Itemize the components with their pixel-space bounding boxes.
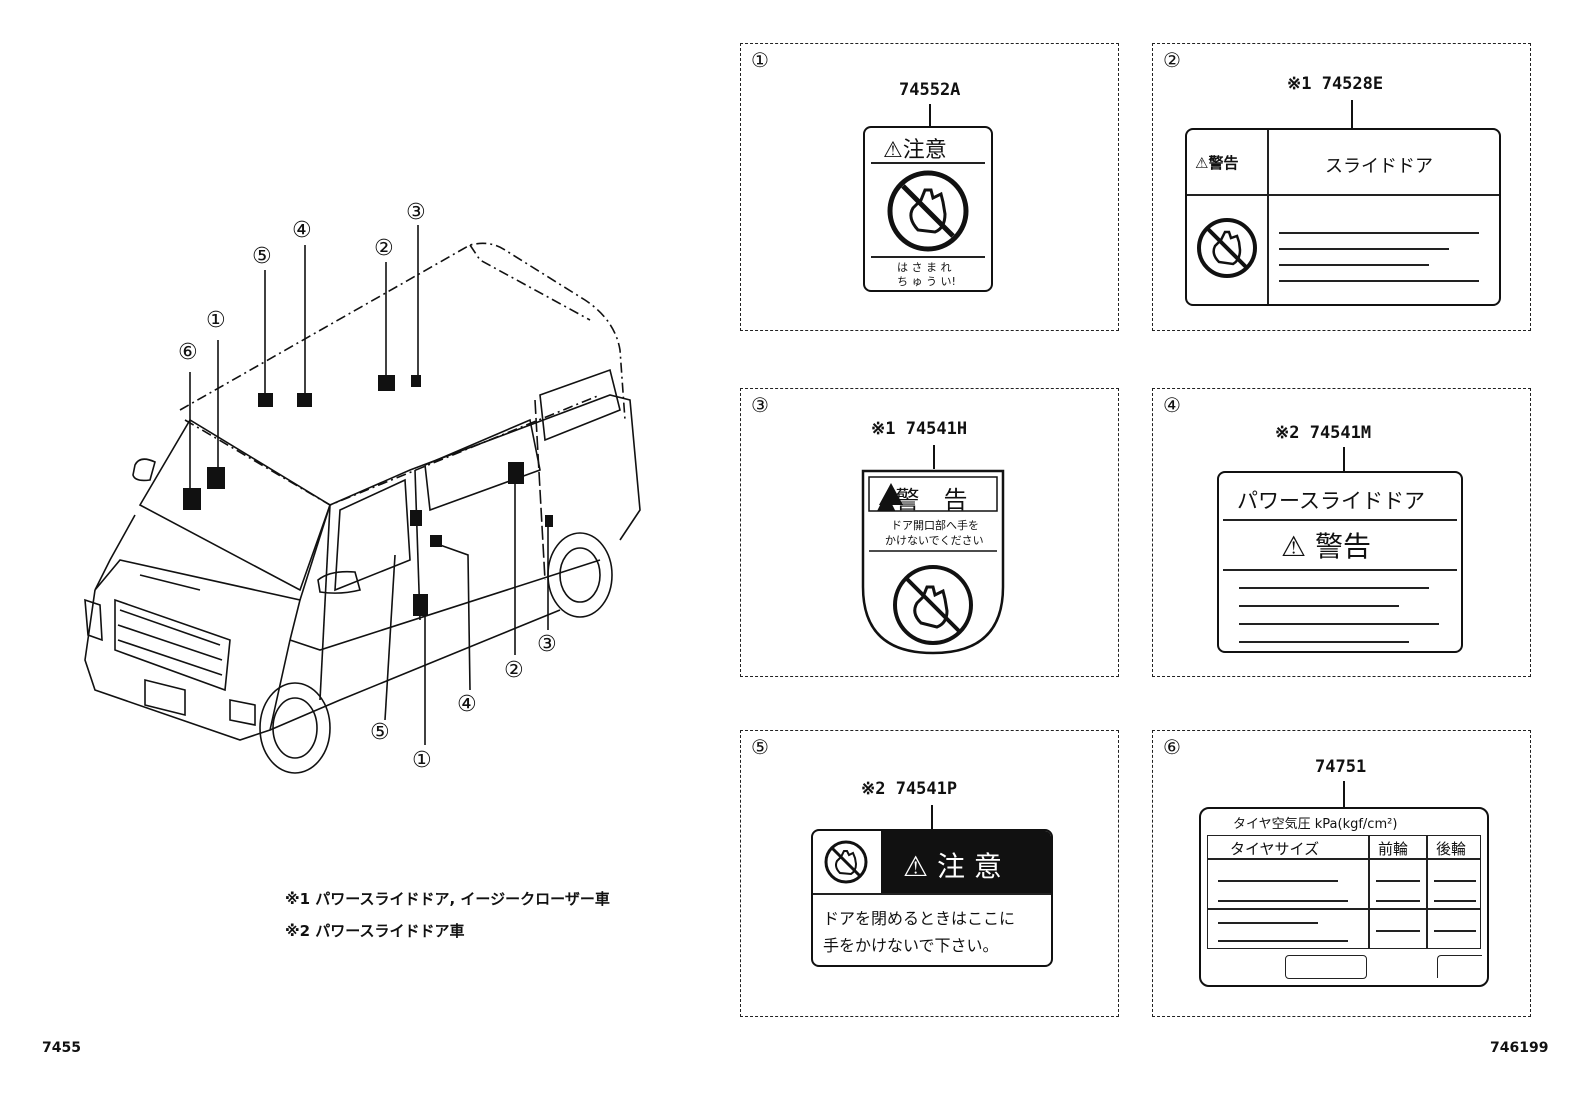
callout-2-lower: ②: [504, 658, 524, 683]
line-1: は さ ま れ: [897, 261, 952, 274]
text-line: [1239, 587, 1429, 589]
text-line: [1376, 930, 1420, 932]
caution-heading: ⚠ 注 意: [903, 850, 1002, 883]
text-line: [1434, 880, 1476, 882]
drawing-code-right: 746199: [1490, 1040, 1549, 1056]
note-1: ※1 パワースライドドア, イージークローザー車: [285, 890, 610, 908]
sticker-74528E: ⚠警告 スライドドア: [1185, 128, 1501, 306]
text-line: [1218, 880, 1338, 882]
part-number: 74552A: [899, 80, 961, 100]
part-number: ※2 74541P: [861, 779, 958, 799]
text-line: [1239, 641, 1409, 643]
panel-6: ⑥ 74751 タイヤ空気圧 kPa(kgf/cm²) タイヤサイズ 前輪 後輪: [1152, 730, 1531, 1017]
divider: [1223, 519, 1457, 521]
callout-6: ⑥: [178, 340, 198, 365]
sticker-74552A: ⚠注意 は さ ま れ ち ゅ う い!: [863, 126, 993, 292]
col-divider: [1426, 836, 1428, 948]
text-line: [1376, 880, 1420, 882]
panel-5: ⑤ ※2 74541P ⚠ 注 意 ドアを閉めるときはここに 手をかけないで下さ…: [740, 730, 1119, 1017]
vertical-divider: [1267, 130, 1269, 304]
divider: [813, 893, 1051, 895]
text-line: [1279, 280, 1479, 282]
caution-heading: ⚠注意: [883, 138, 947, 163]
no-hand-icon: [1197, 218, 1257, 278]
panel-number: ⑤: [751, 735, 769, 759]
leader-line: [929, 104, 931, 126]
line-1: ドアを閉めるときはここに: [823, 909, 1016, 928]
no-hand-icon: [824, 840, 868, 884]
divider: [1187, 194, 1499, 196]
text-line: [1434, 930, 1476, 932]
drawing-code-left: 7455: [42, 1040, 81, 1056]
tire-table: タイヤサイズ 前輪 後輪: [1207, 835, 1481, 949]
note-2: ※2 パワースライドドア車: [285, 922, 465, 940]
van-illustration: [84, 225, 641, 774]
panel-number: ④: [1163, 393, 1181, 417]
divider: [871, 162, 985, 164]
col-rear: 後輪: [1436, 840, 1467, 858]
warning-heading: ▲警 告: [877, 486, 968, 514]
callout-4-lower: ④: [457, 692, 477, 717]
text-line: [1376, 900, 1420, 902]
warning-heading: ⚠ 警告: [1281, 530, 1372, 563]
divider: [1223, 569, 1457, 571]
text-line: [1279, 248, 1449, 250]
leader-line: [1343, 781, 1345, 807]
callout-5: ⑤: [252, 244, 272, 269]
callout-3-lower: ③: [537, 632, 557, 657]
panel-4: ④ ※2 74541M パワースライドドア ⚠ 警告: [1152, 388, 1531, 677]
leader-line: [931, 805, 933, 829]
text-line: [1218, 900, 1348, 902]
sticker-74751: タイヤ空気圧 kPa(kgf/cm²) タイヤサイズ 前輪 後輪: [1199, 807, 1489, 987]
text-line: [1239, 623, 1439, 625]
leader-line: [933, 445, 935, 469]
callout-3: ③: [406, 200, 426, 225]
text-line: [1218, 922, 1318, 924]
leader-line: [1351, 100, 1353, 128]
callout-4: ④: [292, 218, 312, 243]
panel-3: ③ ※1 74541H ▲警 告 ドア開口部へ手を かけないでください: [740, 388, 1119, 677]
text-line: [1239, 605, 1399, 607]
panel-2: ② ※1 74528E ⚠警告 スライドドア: [1152, 43, 1531, 331]
line-2: 手をかけないで下さい。: [823, 936, 999, 955]
no-hand-icon: [887, 170, 969, 252]
table-header: タイヤ空気圧 kPa(kgf/cm²): [1233, 817, 1398, 832]
row-divider: [1208, 908, 1480, 910]
line-2: ち ゅ う い!: [897, 275, 956, 288]
col-divider: [1368, 836, 1370, 948]
callout-5-lower: ⑤: [370, 720, 390, 745]
row-divider: [1208, 858, 1480, 860]
part-number: ※1 74541H: [871, 419, 968, 439]
col-tire-size: タイヤサイズ: [1230, 840, 1320, 858]
part-number: ※2 74541M: [1275, 423, 1372, 443]
panel-number: ①: [751, 48, 769, 72]
sticker-title: パワースライドドア: [1237, 489, 1425, 513]
plate-box: [1285, 955, 1367, 979]
corner-box: [1437, 955, 1482, 978]
panel-number: ⑥: [1163, 735, 1181, 759]
warning-heading: ⚠警告: [1195, 154, 1239, 172]
text-line: [1279, 264, 1429, 266]
sticker-74541M: パワースライドドア ⚠ 警告: [1217, 471, 1463, 653]
panel-1: ① 74552A ⚠注意 は さ ま れ ち ゅ う い!: [740, 43, 1119, 331]
line-1: ドア開口部へ手を: [891, 519, 979, 532]
panel-number: ③: [751, 393, 769, 417]
line-2: かけないでください: [885, 534, 984, 547]
callout-1: ①: [206, 308, 226, 333]
caution-bar: [881, 831, 1051, 893]
sticker-74541H: [861, 469, 1005, 655]
text-line: [1434, 900, 1476, 902]
callout-2: ②: [374, 236, 394, 261]
divider: [871, 256, 985, 258]
text-line: [1218, 940, 1348, 942]
part-number: ※1 74528E: [1287, 74, 1384, 94]
part-number: 74751: [1315, 757, 1367, 777]
text-line: [1279, 232, 1479, 234]
col-front: 前輪: [1378, 840, 1409, 858]
sticker-74541P: ⚠ 注 意 ドアを閉めるときはここに 手をかけないで下さい。: [811, 829, 1053, 967]
panel-number: ②: [1163, 48, 1181, 72]
callout-1-lower: ①: [412, 748, 432, 773]
sticker-title: スライドドア: [1325, 156, 1433, 177]
leader-line: [1343, 447, 1345, 471]
